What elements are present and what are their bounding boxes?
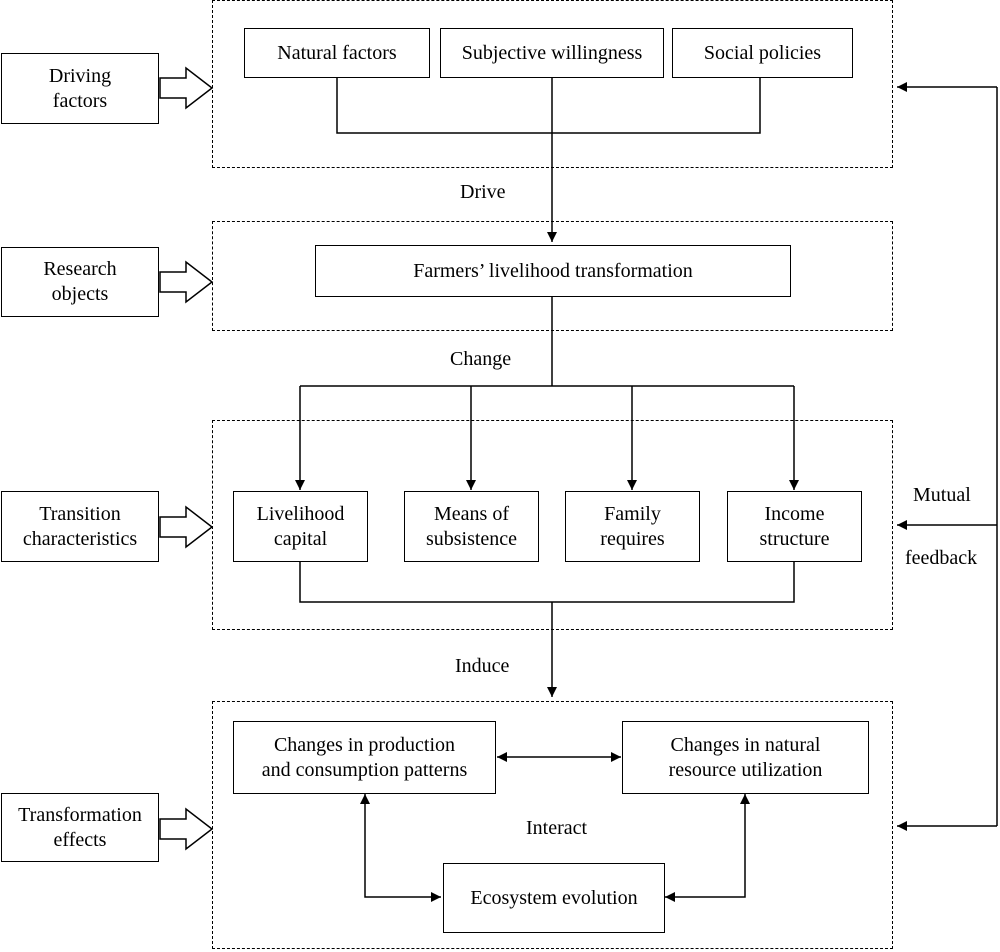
effect-natural-resource: Changes in natural resource utilization (622, 721, 869, 794)
section-driving-factors (212, 0, 893, 168)
characteristics-join-line (299, 562, 795, 603)
section-research-objects (212, 221, 893, 331)
stage-arrow-transition (159, 506, 213, 548)
label-interact: Interact (526, 817, 588, 839)
stage-label-research-objects: Research objects (1, 247, 159, 317)
driving-factor-natural: Natural factors (244, 28, 430, 78)
section-transition-characteristics (212, 420, 893, 630)
interact-arrow-right (665, 794, 750, 902)
stage-arrow-effects (159, 808, 213, 850)
effect-ecosystem-evolution: Ecosystem evolution (443, 863, 665, 933)
characteristic-livelihood-capital: Livelihood capital (233, 491, 368, 562)
stage-arrow-driving (159, 67, 213, 109)
driving-factor-social-policies: Social policies (672, 28, 853, 78)
stage-label-transformation-effects: Transformation effects (1, 793, 159, 862)
label-feedback: feedback (905, 547, 978, 569)
stage-label-driving-factors: Driving factors (1, 53, 159, 124)
section-transformation-effects (212, 701, 893, 949)
research-object-box: Farmers’ livelihood transformation (315, 245, 791, 297)
driving-factors-join-line (336, 78, 761, 134)
label-drive: Drive (460, 181, 506, 203)
stage-arrow-research (159, 261, 213, 303)
label-induce: Induce (455, 655, 510, 677)
characteristic-means-of-subsistence: Means of subsistence (404, 491, 539, 562)
characteristic-income-structure: Income structure (727, 491, 862, 562)
stage-label-transition-characteristics: Transition characteristics (1, 491, 159, 562)
label-mutual: Mutual (913, 484, 971, 506)
effect-production-consumption: Changes in production and consumption pa… (233, 721, 496, 794)
interact-arrow-left (360, 794, 441, 902)
label-change: Change (450, 348, 512, 370)
characteristic-family-requires: Family requires (565, 491, 700, 562)
driving-factor-subjective-willingness: Subjective willingness (440, 28, 664, 78)
